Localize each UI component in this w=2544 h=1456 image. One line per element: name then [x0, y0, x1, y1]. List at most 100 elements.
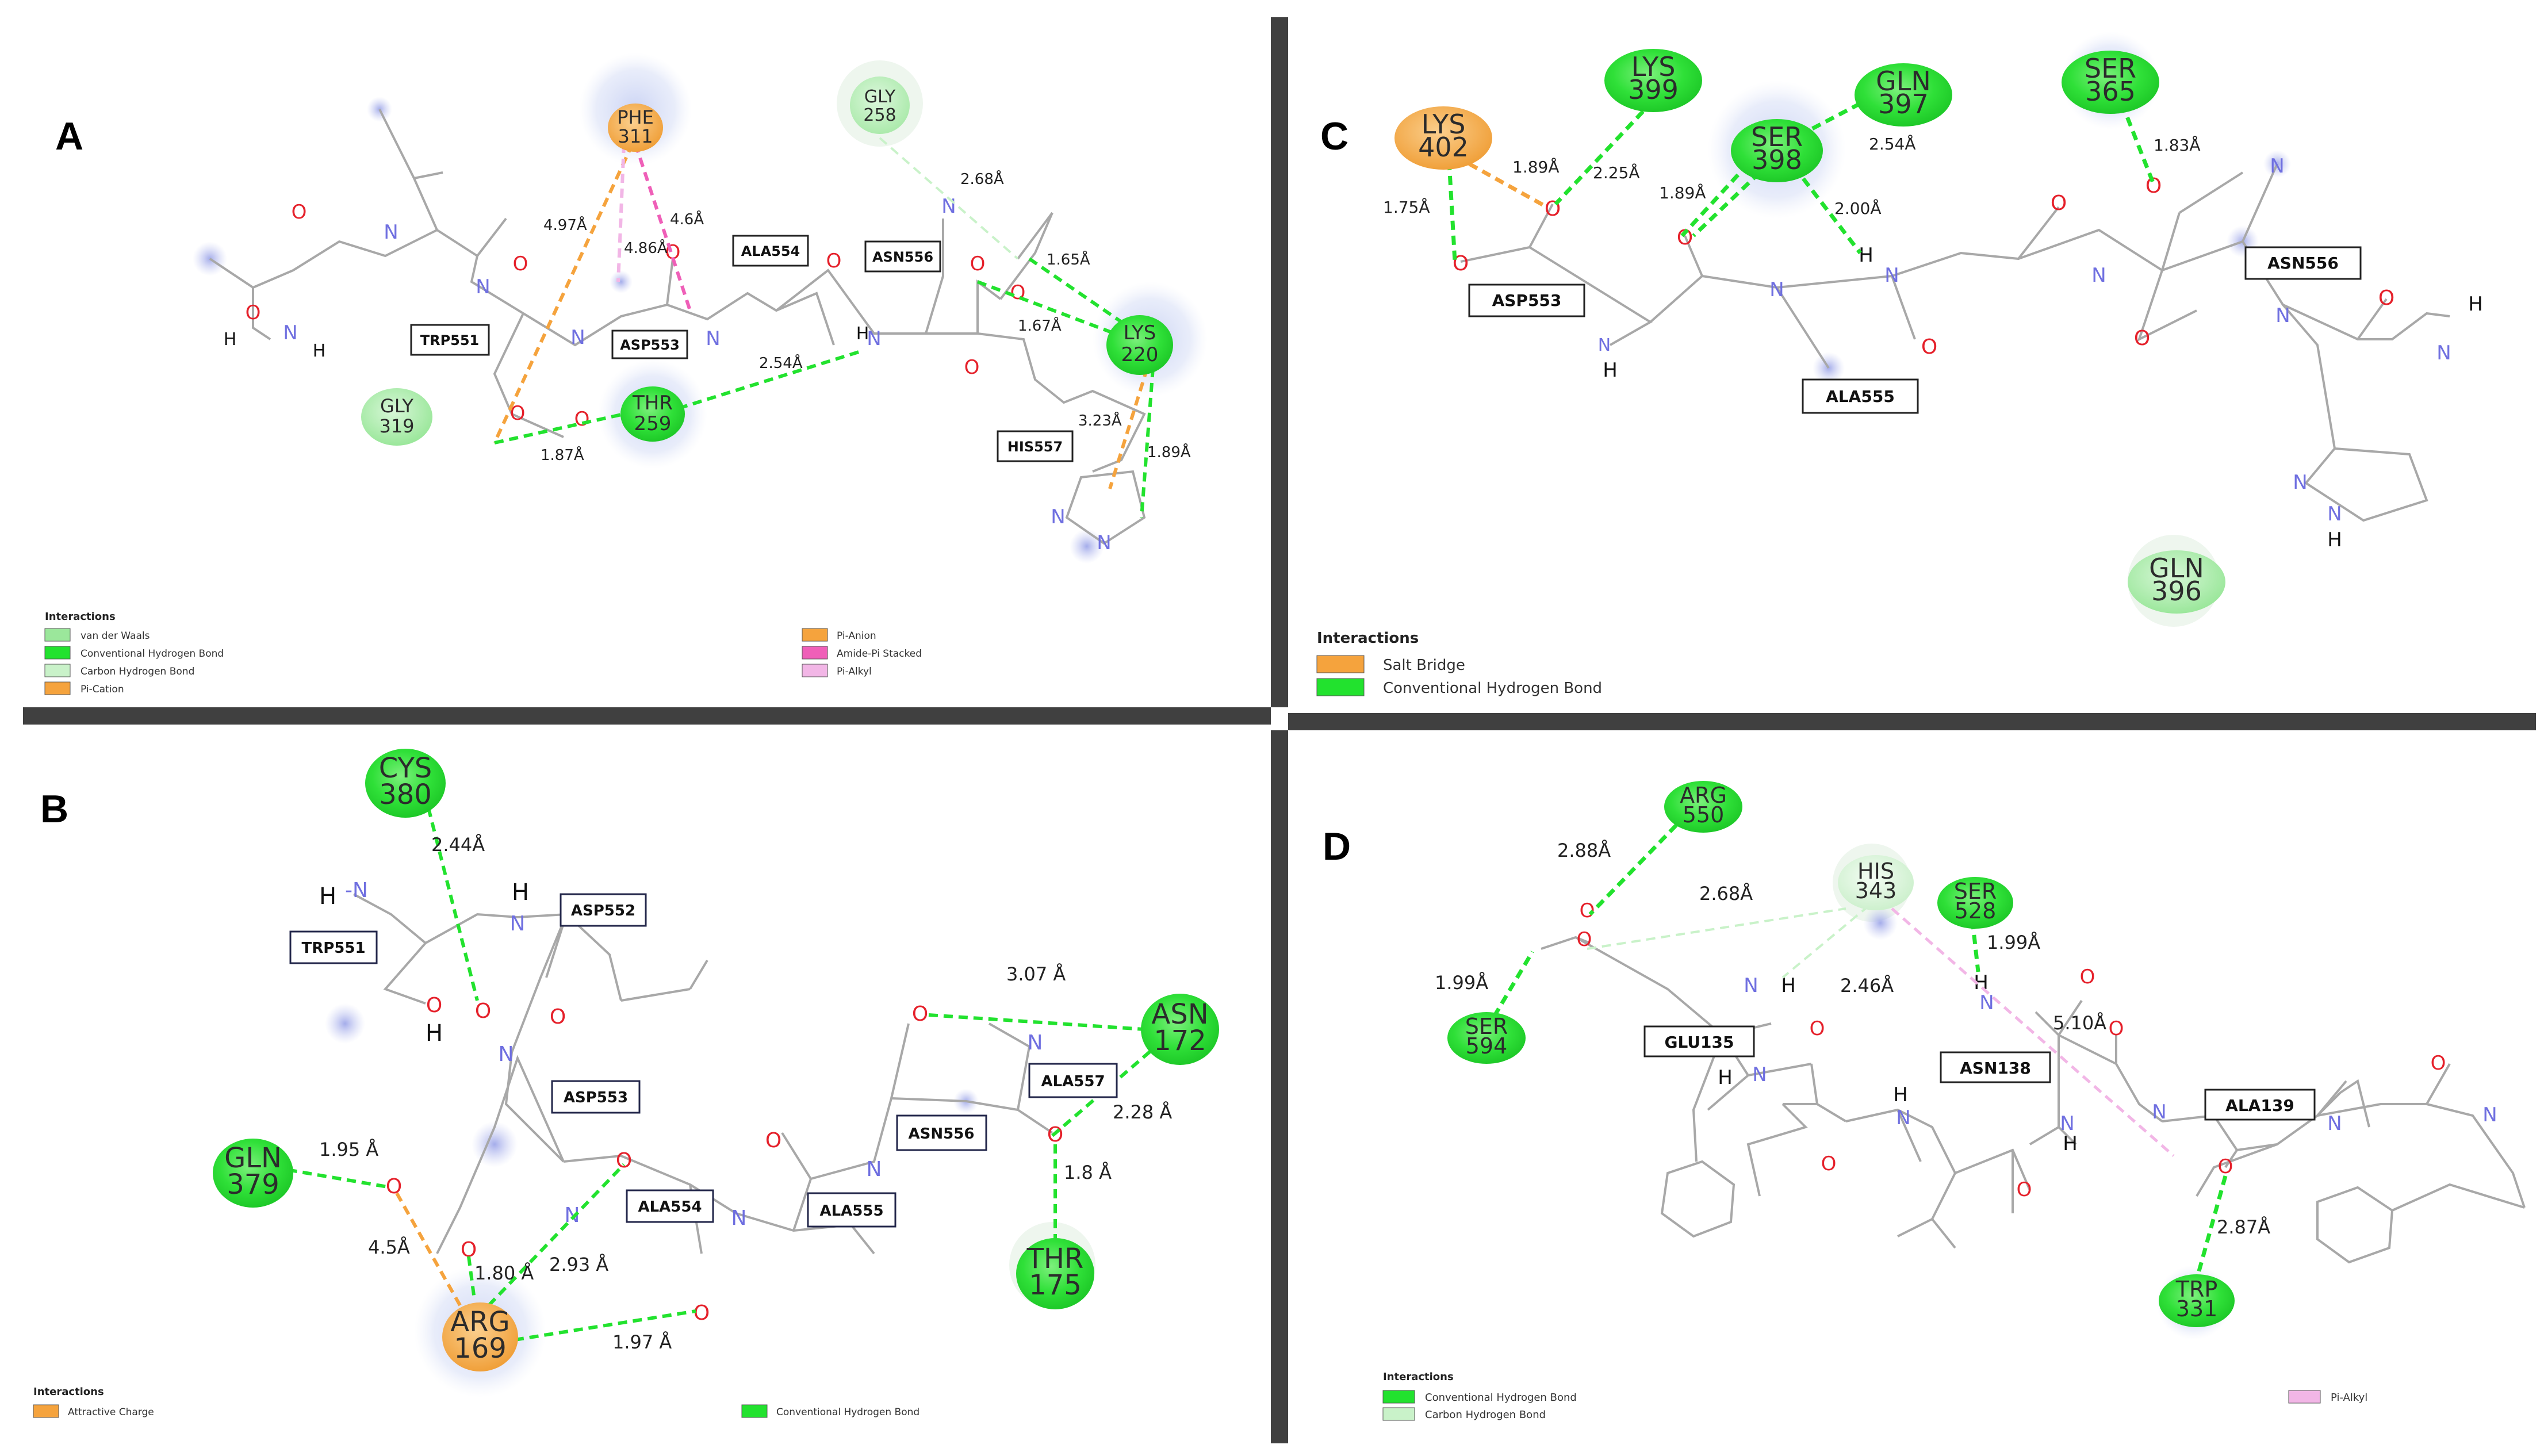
- panel-c: C O O N H O N: [1316, 32, 2483, 697]
- box-label: ASN556: [2267, 254, 2339, 273]
- ligand-skeleton-d: [1541, 936, 2526, 1249]
- residue-gln379-num: 379: [227, 1168, 279, 1201]
- svg-text:H: H: [1718, 1066, 1733, 1089]
- halo: [610, 270, 633, 293]
- distance-label: 1.99Å: [1987, 932, 2040, 953]
- residue-asn172-name: ASN: [1151, 998, 1208, 1030]
- svg-text:H: H: [2063, 1132, 2078, 1155]
- residue-ser398-num: 398: [1752, 144, 1802, 175]
- residue-lys220-num: 220: [1121, 343, 1159, 366]
- svg-text:H: H: [2468, 293, 2483, 316]
- svg-text:H: H: [1859, 244, 1873, 267]
- panel-d: D: [1323, 781, 2526, 1421]
- svg-text:N: N: [2275, 304, 2290, 327]
- residue-lys220-name: LYS: [1124, 321, 1156, 344]
- legend-item: Conventional Hydrogen Bond: [1425, 1392, 1577, 1404]
- residue-lys402-num: 402: [1418, 132, 1469, 163]
- distance-label: 1.89Å: [1659, 183, 1706, 202]
- box-label: TRP551: [420, 332, 480, 348]
- distance-label: 2.28 Å: [1113, 1101, 1172, 1123]
- box-label: TRP551: [301, 940, 365, 957]
- atoms-b: H -N H N O H O O N O O O N N O O N O N O: [319, 879, 1063, 1325]
- imidazole-ring-a: [1065, 470, 1146, 545]
- distance-label: 1.8 Å: [1064, 1162, 1112, 1183]
- residue-lys402-name: LYS: [1422, 109, 1466, 140]
- svg-text:H: H: [2327, 528, 2342, 551]
- svg-text:N: N: [2270, 155, 2284, 178]
- distance-label: 1.87Å: [541, 446, 584, 464]
- svg-text:N: N: [1979, 991, 1994, 1014]
- legend-c: Interactions Salt Bridge Conventional Hy…: [1316, 630, 1602, 697]
- panel-letter-c: C: [1320, 114, 1348, 158]
- legend-title: Interactions: [1317, 630, 1419, 647]
- svg-text:N: N: [2327, 503, 2342, 526]
- residue-gln397-num: 397: [1878, 89, 1929, 120]
- box-label: ASN556: [872, 249, 933, 265]
- svg-text:N: N: [1028, 1031, 1043, 1055]
- residue-gln396-num: 396: [2151, 576, 2202, 607]
- legend-item: Pi-Alkyl: [2331, 1392, 2367, 1404]
- residue-lys399-name: LYS: [1631, 51, 1676, 82]
- distance-label: 1.80 Å: [474, 1262, 534, 1284]
- svg-text:O: O: [574, 408, 590, 431]
- svg-text:O: O: [2051, 191, 2067, 215]
- atoms-a: O O O N N N N N N N O O O O O O O N N H …: [224, 195, 1112, 554]
- legend-d: Interactions Conventional Hydrogen Bond …: [1382, 1371, 2367, 1421]
- legend-item: Amide-Pi Stacked: [837, 648, 922, 660]
- distance-label: 2.44Å: [431, 834, 485, 856]
- legend-a: Interactions van der Waals Conventional …: [44, 611, 922, 695]
- box-label: ALA139: [2225, 1096, 2294, 1115]
- distances-c: 1.89Å 2.25Å 1.75Å 2.54Å 1.89Å 2.00Å 1.83…: [1383, 134, 2201, 218]
- svg-text:N: N: [1884, 264, 1899, 287]
- distance-label: 2.00Å: [1834, 198, 1882, 218]
- distance-label: 1.67Å: [1018, 316, 1062, 335]
- interactions-c: [1447, 99, 2156, 262]
- residue-ser594-name: SER: [1465, 1014, 1508, 1039]
- svg-text:O: O: [2218, 1155, 2233, 1178]
- box-label: ASP553: [564, 1089, 628, 1106]
- box-label: ASN138: [1960, 1059, 2031, 1078]
- distance-label: 1.65Å: [1047, 250, 1090, 269]
- svg-text:N: N: [2091, 264, 2106, 287]
- distance-label: 1.89Å: [1147, 443, 1191, 461]
- residues-d: ARG 550 HIS 343 SER 528 SER 594 TRP 331: [1447, 781, 2235, 1327]
- svg-text:O: O: [694, 1301, 710, 1325]
- distance-label: 1.89Å: [1512, 157, 1560, 177]
- legend-item: Pi-Anion: [837, 630, 876, 642]
- distance-label: 4.86Å: [624, 239, 668, 257]
- svg-text:N: N: [1051, 505, 1065, 528]
- svg-text:N: N: [1744, 974, 1758, 997]
- imidazole-ring-c: [2304, 447, 2428, 522]
- distance-label: 3.23Å: [1078, 411, 1122, 430]
- distance-label: 5.10Å: [2053, 1012, 2106, 1034]
- svg-text:O: O: [426, 994, 442, 1017]
- svg-text:N: N: [731, 1206, 747, 1230]
- distances-b: 2.44Å 1.95 Å 4.5Å 1.80 Å 2.93 Å 1.97 Å 3…: [319, 834, 1172, 1353]
- distance-label: 2.68Å: [960, 170, 1004, 188]
- legend-item: Conventional Hydrogen Bond: [776, 1407, 919, 1418]
- residue-arg169-name: ARG: [450, 1306, 509, 1338]
- box-label: GLU135: [1664, 1033, 1734, 1052]
- svg-text:H: H: [1893, 1083, 1908, 1106]
- residue-boxes-a: TRP551 ASP553 ALA554 ASN556 HIS557: [410, 235, 1074, 462]
- svg-text:O: O: [2145, 174, 2162, 198]
- residues-c: LYS 402 LYS 399 SER 398 GLN 397 SER 365 …: [1394, 49, 2225, 614]
- distance-label: 4.6Å: [670, 210, 704, 228]
- distance-label: 2.54Å: [759, 354, 803, 372]
- box-label: ASN556: [909, 1125, 975, 1143]
- legend-b: Interactions Attractive Charge Conventio…: [33, 1386, 919, 1418]
- distance-label: 2.46Å: [1840, 975, 1894, 997]
- panel-letter-d: D: [1323, 825, 1351, 868]
- svg-text:N: N: [510, 912, 526, 936]
- svg-text:N: N: [384, 221, 398, 244]
- distance-label: 1.99Å: [1435, 972, 1488, 994]
- residue-phe311-name: PHE: [617, 106, 654, 128]
- distance-label: 1.97 Å: [612, 1331, 672, 1353]
- svg-text:N: N: [2060, 1112, 2074, 1135]
- residue-gly319-num: 319: [379, 415, 414, 437]
- svg-text:O: O: [2080, 965, 2095, 988]
- svg-text:O: O: [2134, 327, 2150, 350]
- svg-text:N: N: [2482, 1104, 2497, 1127]
